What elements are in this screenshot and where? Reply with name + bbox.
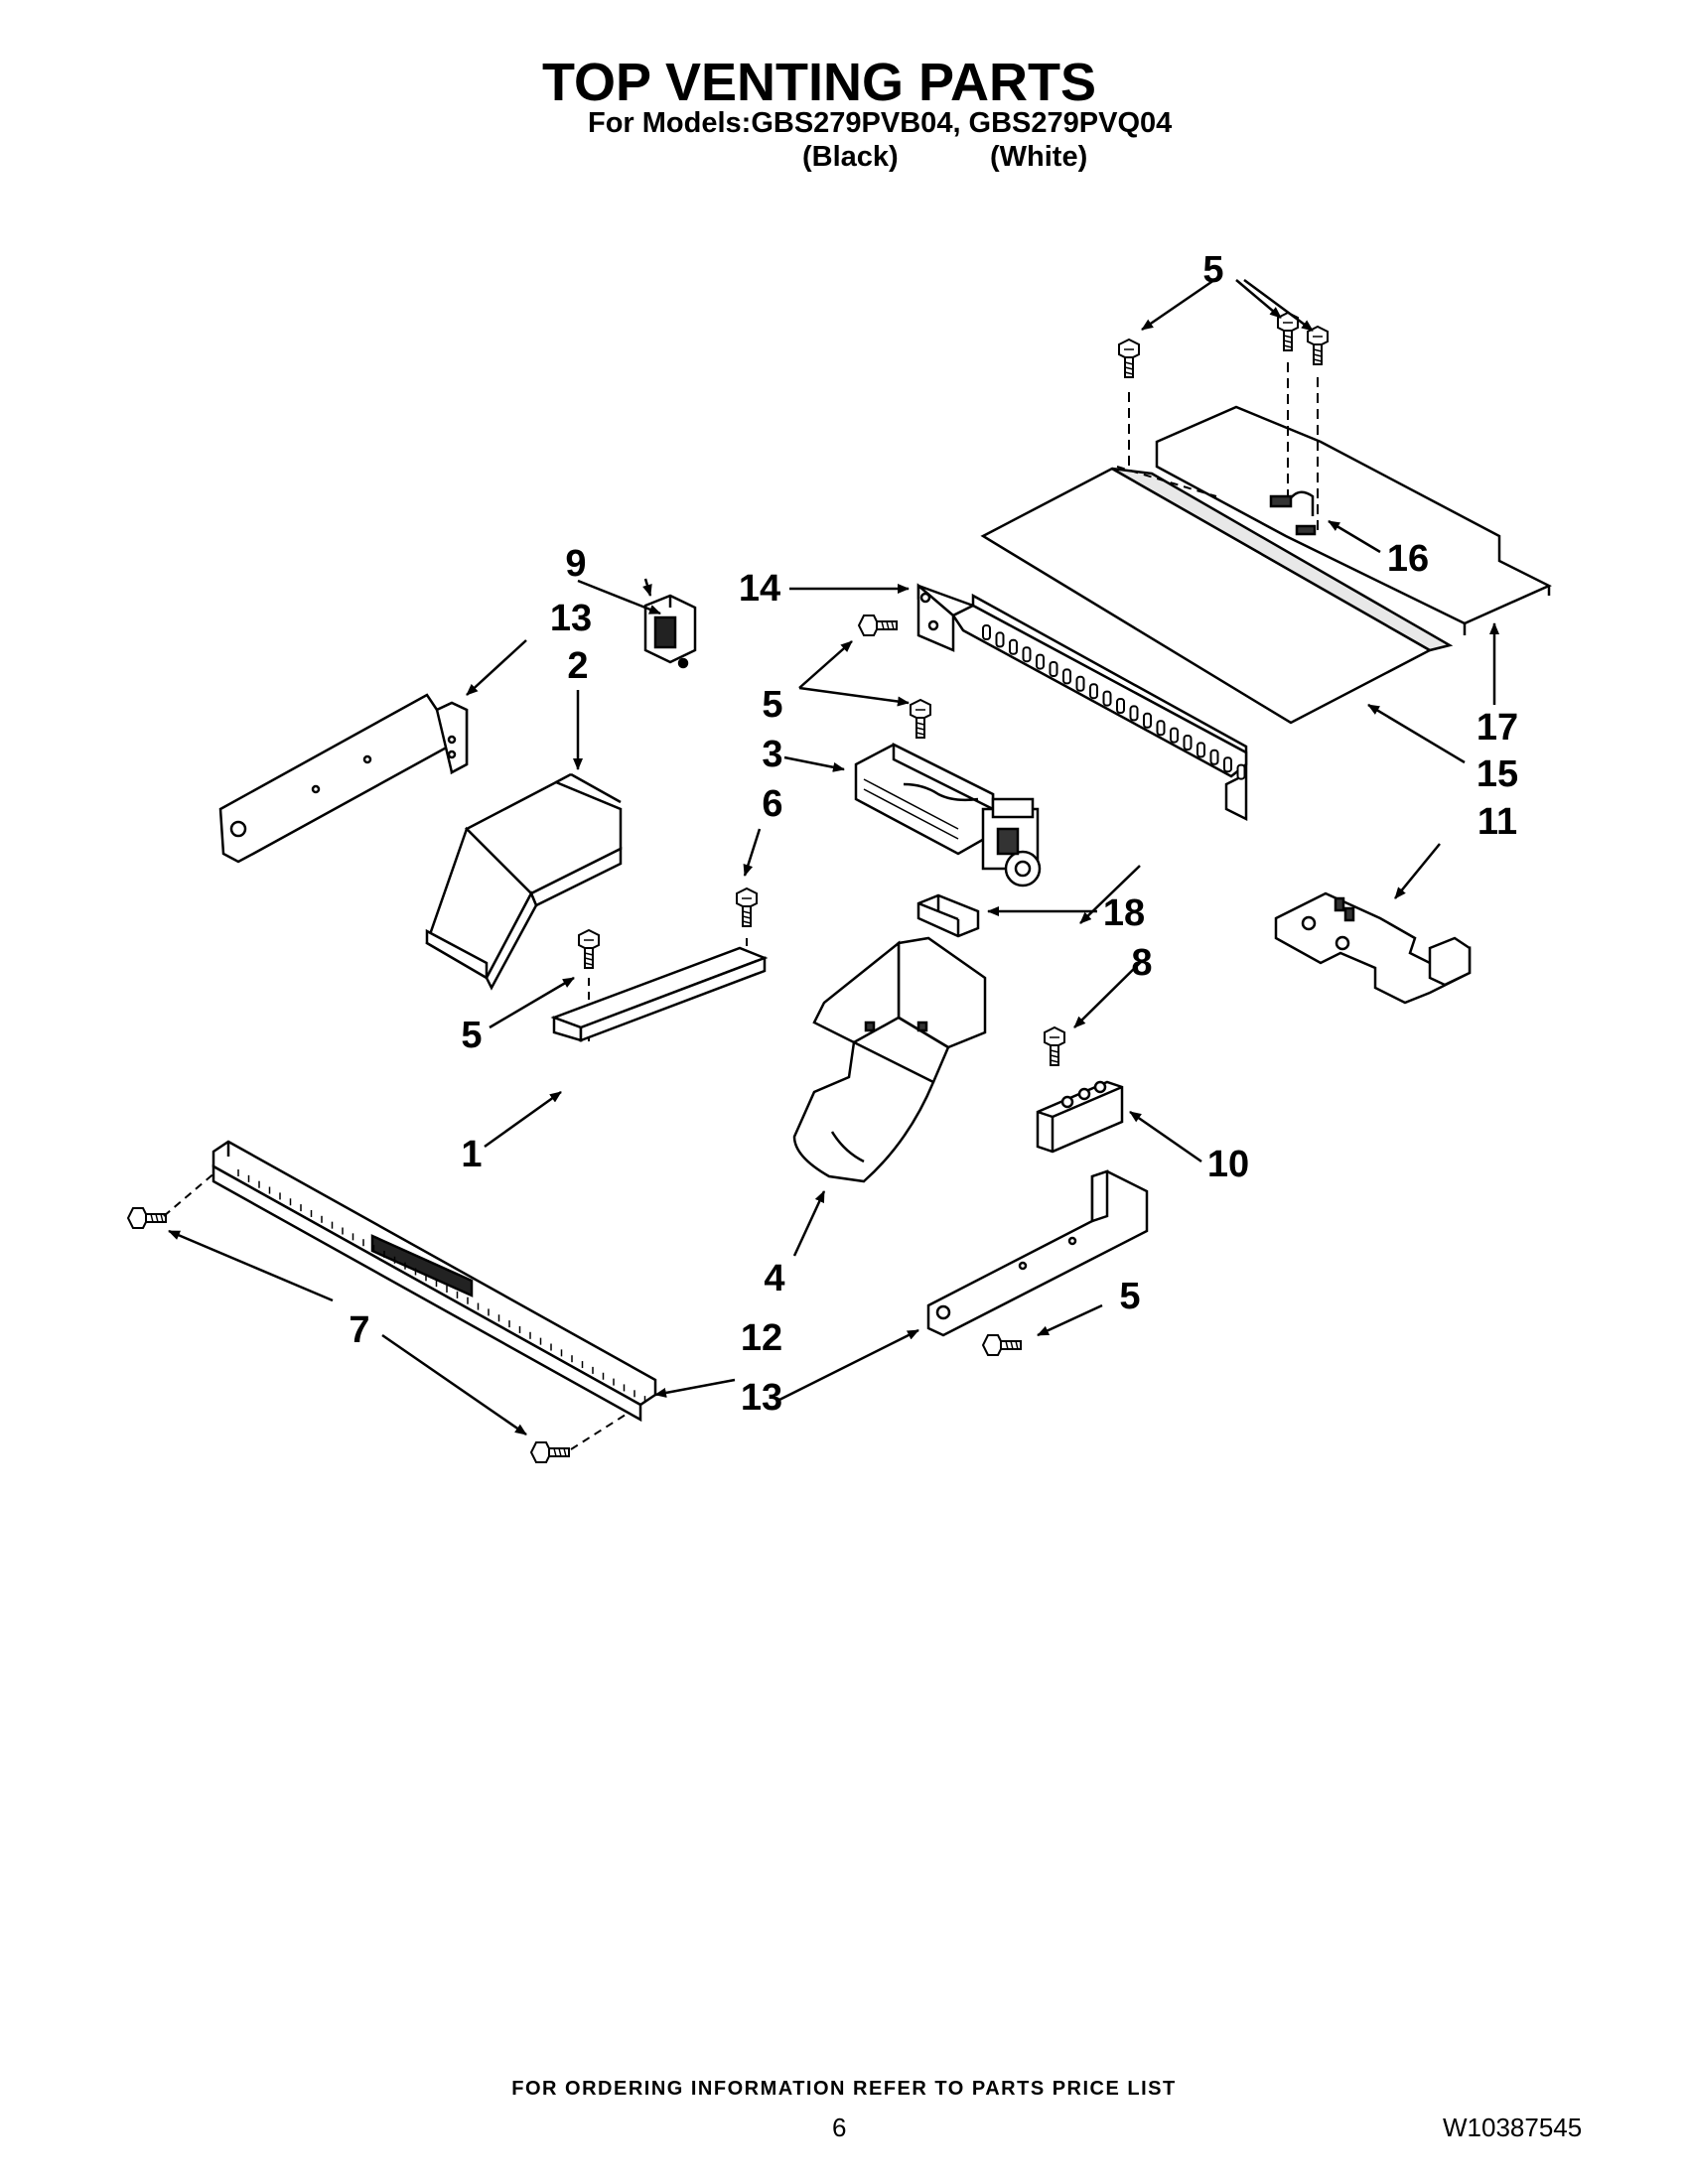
part-12-front-rail	[211, 1140, 657, 1423]
document-number: W10387545	[1443, 2113, 1583, 2142]
callout-1: 1	[461, 1134, 482, 1175]
screw-5-damper	[910, 699, 931, 739]
callout-10: 10	[1207, 1144, 1249, 1185]
page-number: 6	[832, 2113, 847, 2142]
centerline-rail-front	[163, 466, 1217, 1450]
callout-5-right: 5	[1119, 1276, 1140, 1317]
callout-7: 7	[349, 1309, 369, 1351]
variant-black: (Black)	[802, 141, 899, 173]
part-13-right-bracket	[926, 1169, 1149, 1337]
callout-5-top: 5	[1202, 249, 1223, 291]
callout-6: 6	[762, 783, 782, 825]
callout-4: 4	[764, 1258, 784, 1299]
screw-6	[736, 887, 758, 927]
part-18-block	[916, 893, 980, 938]
callout-5-rail: 5	[461, 1015, 482, 1056]
variant-white: (White)	[990, 141, 1088, 173]
part-13-left-bracket	[218, 693, 469, 864]
callout-12: 12	[741, 1317, 782, 1359]
models-line: For Models:GBS279PVB04, GBS279PVQ04	[588, 107, 1173, 139]
part-11-bracket	[1274, 891, 1472, 1005]
part-9-switch	[643, 594, 697, 669]
part-17-cover-plate	[1155, 405, 1552, 635]
callout-9: 9	[565, 543, 586, 585]
part-4-trough	[792, 936, 987, 1183]
part-14-slots	[982, 624, 1246, 780]
callout-5-damper: 5	[762, 684, 782, 726]
ordering-note: FOR ORDERING INFORMATION REFER TO PARTS …	[511, 2078, 1177, 2100]
callout-2: 2	[567, 645, 588, 687]
leader-arrows	[466, 278, 1499, 1402]
part-16-clip	[1269, 490, 1317, 536]
part-15-vent-panel	[980, 467, 1454, 725]
part-2-duct	[425, 772, 623, 991]
centerline-top	[1128, 362, 1319, 531]
callout-3: 3	[762, 734, 782, 775]
callout-17: 17	[1477, 707, 1518, 749]
part-3-damper-assembly	[854, 742, 1042, 887]
callout-13-left: 13	[550, 598, 592, 639]
callout-13-right: 13	[741, 1377, 782, 1419]
part-10-terminal-block	[1036, 1080, 1124, 1154]
screw-5-top-c	[1307, 326, 1329, 365]
part-12-perforations	[237, 1169, 646, 1404]
screw-5-right-bracket	[982, 1334, 1022, 1356]
leader-7	[168, 1229, 527, 1436]
callout-15: 15	[1477, 753, 1518, 795]
screw-7-right	[530, 1441, 570, 1463]
part-1-rail	[550, 946, 769, 1042]
screw-5-top-a	[1118, 339, 1140, 378]
callout-11: 11	[1477, 801, 1517, 843]
page-title: TOP VENTING PARTS	[541, 53, 1097, 112]
callout-8: 8	[1131, 942, 1152, 984]
screw-5-rear-bracket	[858, 614, 898, 636]
callout-14: 14	[739, 568, 780, 610]
callout-16: 16	[1387, 538, 1429, 580]
screw-8	[1044, 1026, 1065, 1066]
callout-18: 18	[1103, 892, 1145, 934]
screw-7-left	[127, 1207, 167, 1229]
screw-5-rail	[578, 929, 600, 969]
